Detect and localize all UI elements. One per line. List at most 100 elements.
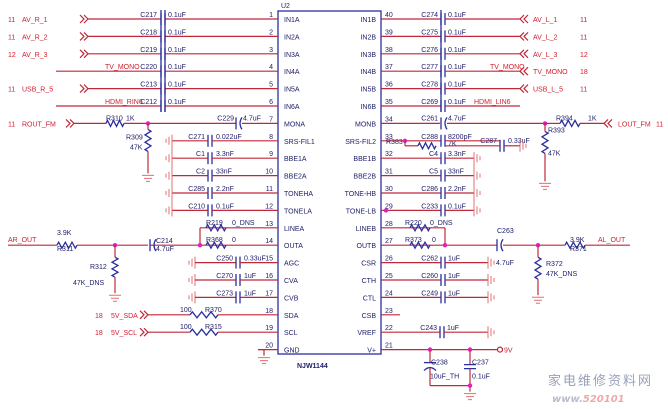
- sheet-ref: 11: [8, 17, 15, 24]
- net-label-usb-l-5: USB_L_5: [533, 87, 563, 94]
- pin-name-in3a: IN3A: [284, 52, 300, 59]
- resistor-r309: [143, 128, 153, 152]
- ground-icon: [532, 296, 544, 304]
- pin-name-cva: CVA: [284, 278, 298, 285]
- port-arrow-icon: [519, 66, 529, 76]
- pin-number: 26: [385, 256, 393, 263]
- res-ref: R220: [405, 220, 422, 227]
- cap-value: 1uF: [448, 273, 460, 280]
- cap-value: 2.2nF: [448, 186, 466, 193]
- pin-name-in4a: IN4A: [284, 69, 300, 76]
- cap-ref: C238: [431, 360, 448, 367]
- pin-name-in4b: IN4B: [360, 69, 376, 76]
- pin-name-tonela: TONELA: [284, 208, 312, 215]
- cap-ref: C233: [421, 203, 438, 210]
- pin-number: 37: [385, 64, 393, 71]
- cap-ref: C273: [216, 290, 233, 297]
- ground-icon: [487, 256, 495, 269]
- resistor-r310: [105, 118, 125, 128]
- pin-name-monb: MONB: [355, 121, 376, 128]
- supply-port-icon: [496, 346, 504, 353]
- net-label-hdmi-lin6: HDMI_LIN6: [474, 99, 511, 106]
- pin-name-outb: OUTB: [357, 243, 377, 250]
- ground-icon: [258, 357, 270, 365]
- net-label-av-l-1: AV_L_1: [533, 17, 557, 24]
- net-label-av-r-2: AV_R_2: [22, 34, 48, 41]
- cap-value: 0.1uF: [448, 12, 466, 19]
- net-label-tv-mono: TV_MONO: [533, 69, 568, 76]
- junction-dot: [467, 347, 473, 352]
- pin-number: 9: [269, 151, 273, 158]
- ground-icon: [473, 204, 481, 217]
- pin-number: 33: [385, 134, 393, 141]
- res-ref: R368: [206, 237, 223, 244]
- port-arrow-icon: [79, 31, 89, 41]
- pin-number: 28: [385, 221, 393, 228]
- pin-number: 1: [269, 12, 273, 19]
- port-arrow-icon: [79, 84, 89, 94]
- pin-name-linea: LINEA: [284, 226, 305, 233]
- resistor-r219: [205, 223, 227, 233]
- res-value: 47K: [548, 150, 561, 157]
- pin-number: 5: [269, 82, 273, 89]
- cap-value: 0.1uF: [168, 99, 186, 106]
- res-value: 47K: [130, 144, 143, 151]
- sheet-ref: 11: [580, 17, 587, 24]
- ground-icon: [109, 294, 121, 302]
- pin-name-toneha: TONEHA: [284, 191, 313, 198]
- cap-ref: C262: [421, 256, 438, 263]
- cap-value: 0.1uF: [448, 203, 466, 210]
- ground-icon: [165, 169, 173, 182]
- cap-ref: C220: [140, 64, 157, 71]
- res-value: 100: [180, 307, 192, 314]
- cap-value: 0.1uF: [448, 29, 466, 36]
- net-label-al-out: AL_OUT: [598, 237, 626, 244]
- port-arrow-icon: [79, 49, 89, 59]
- cap-ref: C4: [429, 151, 438, 158]
- cap-value: 0.33uF: [244, 256, 266, 263]
- cap-value: 33nF: [448, 169, 464, 176]
- junction-dot: [197, 243, 203, 248]
- sheet-ref: 18: [580, 69, 588, 76]
- ground-icon: [519, 139, 527, 152]
- cap-ref: C288: [421, 134, 438, 141]
- sheet-ref: 11: [580, 34, 587, 41]
- cap-ref: C278: [421, 82, 438, 89]
- pin-name-tone-lb: TONE-LB: [346, 208, 377, 215]
- ground-icon: [165, 152, 173, 165]
- cap-value: 3.3nF: [216, 151, 234, 158]
- sheet-ref: 11: [8, 121, 15, 128]
- pin-name-in3b: IN3B: [360, 52, 376, 59]
- pin-number: 34: [385, 116, 393, 123]
- cap-ref: C217: [140, 12, 157, 19]
- ground-icon: [487, 274, 495, 286]
- ground-icon: [473, 169, 481, 182]
- cap-ref: C218: [140, 29, 157, 36]
- cap-value: 0.1uF: [472, 374, 490, 381]
- res-ref: R309: [126, 134, 143, 141]
- pin-number: 16: [265, 273, 273, 280]
- cap-value: 0.1uF: [168, 29, 186, 36]
- pin-name-outa: OUTA: [284, 243, 303, 250]
- net-label-av-l-3: AV_L_3: [533, 52, 557, 59]
- pin-name-sda: SDA: [284, 313, 299, 320]
- cap-ref: C263: [497, 228, 514, 235]
- port-arrow-icon: [519, 31, 529, 41]
- cap-ref: C213: [140, 82, 157, 89]
- pin-name-in5a: IN5A: [284, 87, 300, 94]
- cap-value: 4.7uF: [243, 115, 261, 122]
- pin-name-in1a: IN1A: [284, 17, 300, 24]
- sheet-ref: 12: [8, 52, 16, 59]
- pin-number: 8: [269, 134, 273, 141]
- wire-net-label: TV_MONO: [490, 64, 525, 71]
- watermark-url: www.520101: [552, 394, 625, 405]
- cap-ref: C274: [421, 12, 438, 19]
- res-ref: R371: [570, 246, 587, 253]
- ground-icon: [165, 134, 173, 147]
- pin-name-in1b: IN1B: [360, 17, 376, 24]
- cap-ref: C2: [196, 169, 205, 176]
- pin-number: 13: [265, 221, 273, 228]
- res-value: 1K: [126, 115, 135, 122]
- ic-ref: U2: [281, 3, 290, 10]
- cap-value: 0.022uF: [216, 134, 242, 141]
